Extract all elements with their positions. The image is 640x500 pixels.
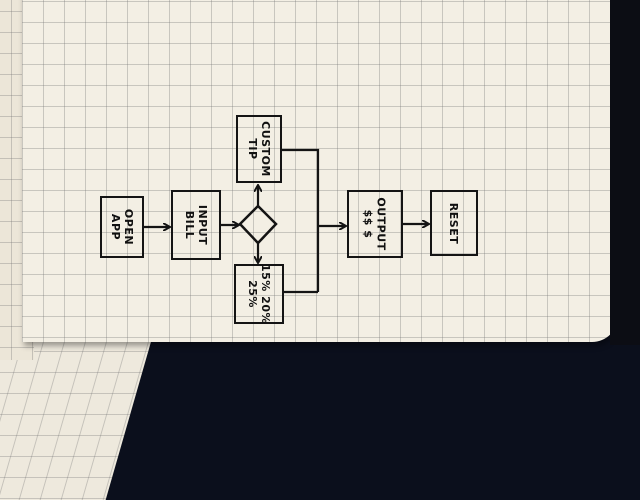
edge-custom-to-merge [282,148,320,292]
node-input-bill: INPUT BILL [171,190,221,260]
connector-lines [144,148,640,294]
node-preset-tips: 15% 20% 25% [234,264,284,324]
node-output: OUTPUT $$ $ [347,190,403,258]
notebook-page [22,0,618,342]
background-right [610,0,640,345]
node-custom-tip: CUSTOM TIP [236,115,282,183]
node-open-app: OPEN APP [100,196,144,258]
decision-diamond [238,204,278,245]
flowchart: OPEN APP INPUT BILL CUSTOM TIP 15% 20% 2… [100,115,640,324]
node-reset: RESET [430,190,478,256]
